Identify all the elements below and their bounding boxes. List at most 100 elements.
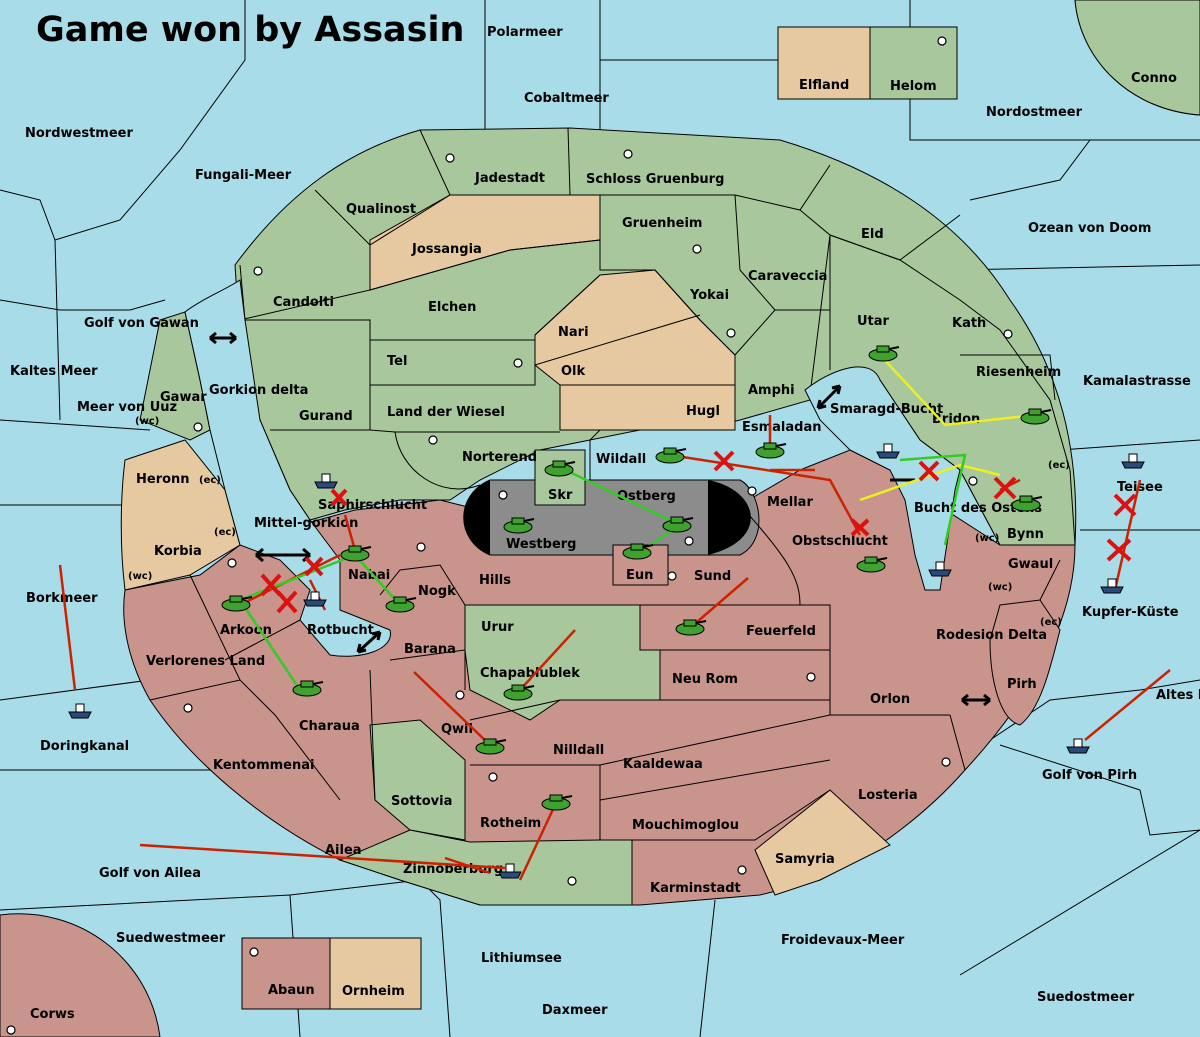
label-obstschlucht: Obstschlucht bbox=[792, 534, 888, 549]
neutral-labels: Elfland Jossangia Nari Olk Hugl Heronn K… bbox=[136, 78, 849, 999]
label-gawar: Gawar bbox=[160, 390, 207, 405]
label-olk: Olk bbox=[561, 364, 586, 379]
label-nordostmeer: Nordostmeer bbox=[986, 105, 1083, 120]
label-golf-von-gawan: Golf von Gawan bbox=[84, 316, 199, 331]
label-qwil: Qwil bbox=[441, 722, 473, 737]
label-nordwestmeer: Nordwestmeer bbox=[25, 126, 133, 141]
label-wildall: Wildall bbox=[596, 452, 646, 467]
army-units[interactable] bbox=[221, 345, 1052, 811]
label-conno: Conno bbox=[1131, 71, 1177, 86]
label-land-der-wiesel: Land der Wiesel bbox=[387, 405, 505, 420]
adjacency-arrows bbox=[209, 331, 991, 707]
label-gruenheim: Gruenheim bbox=[622, 216, 702, 231]
label-doringkanal: Doringkanal bbox=[40, 739, 129, 754]
label-ostberg: Ostberg bbox=[617, 489, 676, 504]
fleet-units[interactable] bbox=[68, 443, 1145, 879]
label-wc: (wc) bbox=[975, 533, 999, 544]
label-barana: Barana bbox=[404, 642, 456, 657]
label-wc: (wc) bbox=[128, 571, 152, 582]
label-borkmeer: Borkmeer bbox=[26, 591, 98, 606]
label-ec: (ec) bbox=[214, 527, 236, 538]
label-abaun: Abaun bbox=[268, 983, 315, 998]
label-amphi: Amphi bbox=[748, 383, 795, 398]
label-gorkion-delta: Gorkion delta bbox=[209, 383, 308, 398]
label-mellar: Mellar bbox=[767, 495, 813, 510]
failed-order-marks bbox=[260, 450, 1137, 614]
label-ec: (ec) bbox=[1048, 460, 1070, 471]
label-charaua: Charaua bbox=[299, 719, 360, 734]
label-suedostmeer: Suedostmeer bbox=[1037, 990, 1135, 1005]
region-ornheim[interactable] bbox=[329, 937, 422, 1010]
label-ec: (ec) bbox=[199, 475, 221, 486]
center-east-cap bbox=[708, 480, 751, 555]
label-sund: Sund bbox=[694, 569, 731, 584]
label-skr: Skr bbox=[548, 488, 573, 503]
label-cobaltmeer: Cobaltmeer bbox=[524, 91, 609, 106]
label-lithiumsee: Lithiumsee bbox=[481, 951, 562, 966]
region-conno-land[interactable] bbox=[1074, 0, 1200, 116]
label-kentommenai: Kentommenai bbox=[213, 758, 314, 773]
label-tel: Tel bbox=[387, 354, 407, 369]
label-riesenheim: Riesenheim bbox=[976, 365, 1061, 380]
label-verlorenes-land: Verlorenes Land bbox=[146, 654, 265, 669]
label-ornheim: Ornheim bbox=[342, 984, 405, 999]
label-samyria: Samyria bbox=[775, 852, 835, 867]
label-ozean-von-doom: Ozean von Doom bbox=[1028, 221, 1151, 236]
label-wc: (wc) bbox=[988, 582, 1012, 593]
label-kamalastrasse: Kamalastrasse bbox=[1083, 374, 1191, 389]
region-heronn-korbia[interactable] bbox=[120, 439, 241, 591]
label-meer-von-uuz: Meer von Uuz bbox=[77, 400, 177, 415]
label-esmaladan: Esmaladan bbox=[742, 420, 822, 435]
label-altes-meer: Altes Meer bbox=[1156, 688, 1200, 703]
label-neu-rom: Neu Rom bbox=[672, 672, 738, 687]
label-rodesion-delta: Rodesion Delta bbox=[936, 628, 1047, 643]
label-orlon: Orlon bbox=[870, 692, 910, 707]
label-ec: (ec) bbox=[1040, 617, 1062, 628]
coast-tags: (wc) (ec) (ec) (wc) (ec) (wc) (wc) (ec) bbox=[128, 416, 1070, 628]
label-kaltes-meer: Kaltes Meer bbox=[10, 364, 98, 379]
label-elfland: Elfland bbox=[799, 78, 849, 93]
region-smaragd-bucht[interactable] bbox=[804, 366, 961, 591]
region-pirh[interactable] bbox=[989, 599, 1061, 726]
land-borders bbox=[239, 127, 1056, 490]
region-samyria[interactable] bbox=[754, 789, 891, 896]
region-skr[interactable] bbox=[534, 449, 586, 506]
label-teisee: Teisee bbox=[1117, 480, 1163, 495]
south-borders bbox=[149, 504, 1061, 841]
label-candolti: Candolti bbox=[273, 295, 334, 310]
label-eun: Eun bbox=[626, 568, 653, 583]
label-chapablublek: Chapablublek bbox=[480, 666, 580, 681]
label-bucht-des-ostens: Bucht des Ostens bbox=[914, 501, 1042, 516]
label-kupfer-kueste: Kupfer-Küste bbox=[1082, 605, 1179, 620]
label-kaaldewaa: Kaaldewaa bbox=[623, 757, 703, 772]
label-korbia: Korbia bbox=[154, 544, 202, 559]
region-corws-land[interactable] bbox=[0, 913, 161, 1037]
label-gwaul: Gwaul bbox=[1008, 557, 1053, 572]
label-golf-von-ailea: Golf von Ailea bbox=[99, 866, 201, 881]
label-urur: Urur bbox=[481, 620, 514, 635]
center-labels: Skr Ostberg Westberg Eun bbox=[506, 488, 676, 583]
label-nari: Nari bbox=[558, 325, 589, 340]
label-schloss-gruenburg: Schloss Gruenburg bbox=[586, 172, 724, 187]
supply-centers bbox=[6, 36, 1013, 1035]
label-qualinost: Qualinost bbox=[346, 202, 416, 217]
label-helom: Helom bbox=[890, 79, 937, 94]
label-utar: Utar bbox=[857, 314, 890, 329]
label-eld: Eld bbox=[861, 227, 884, 242]
label-suedwestmeer: Suedwestmeer bbox=[116, 931, 226, 946]
label-bynn: Bynn bbox=[1007, 527, 1044, 542]
label-norterend: Norterend bbox=[462, 450, 537, 465]
label-nilldall: Nilldall bbox=[553, 743, 604, 758]
label-wc: (wc) bbox=[135, 416, 159, 427]
label-caraveccia: Caraveccia bbox=[748, 269, 827, 284]
label-losteria: Losteria bbox=[858, 788, 918, 803]
label-nabai: Nabai bbox=[348, 568, 390, 583]
label-daxmeer: Daxmeer bbox=[542, 1003, 608, 1018]
label-fungali-meer: Fungali-Meer bbox=[195, 168, 292, 183]
label-sottovia: Sottovia bbox=[391, 794, 452, 809]
label-karminstadt: Karminstadt bbox=[650, 881, 741, 896]
label-smaragd-bucht: Smaragd-Bucht bbox=[830, 402, 943, 417]
label-hills: Hills bbox=[479, 573, 511, 588]
